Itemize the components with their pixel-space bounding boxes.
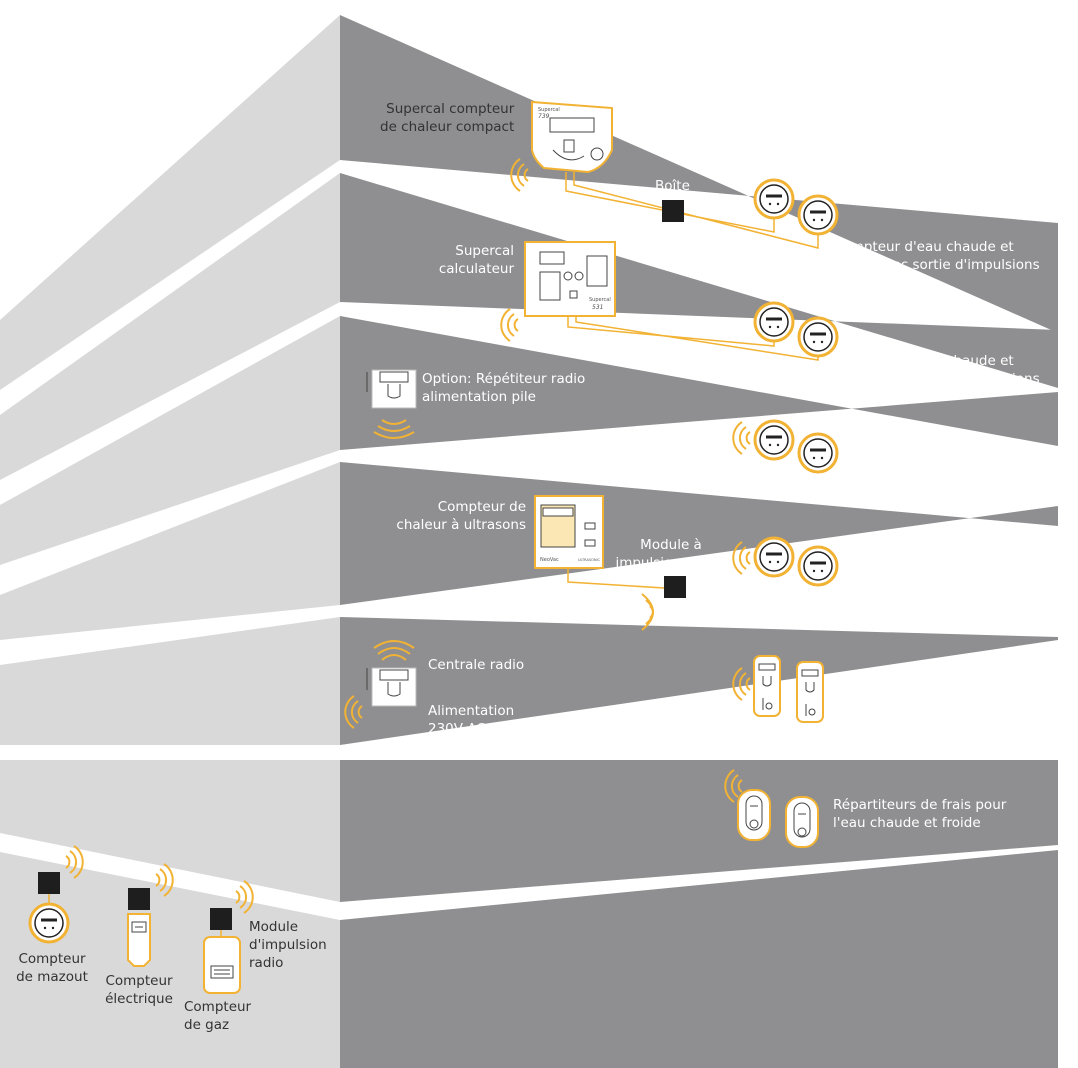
supercal-compact-label: Supercal compteur de chaleur compact — [380, 100, 514, 136]
water-cost-allocator-icon — [737, 789, 771, 841]
water-meter-icon — [753, 178, 795, 220]
label-line: chaleur à ultrasons — [396, 517, 526, 533]
device-model-text: 739 — [538, 113, 550, 120]
water-pulse-label: Compteur d'eau chaude et froide avec sor… — [833, 352, 1040, 388]
label-line: électrique — [105, 991, 173, 1007]
label-line: Compteur d'eau chaude et — [833, 581, 1014, 597]
label-line: froide avec sortie d'impulsions — [833, 257, 1040, 273]
label-line: froide avec sortie d'impulsions — [833, 371, 1040, 387]
label-line: l'eau chaude et froide — [833, 815, 981, 831]
junction-box-icon — [662, 200, 684, 222]
central-radio-label: Centrale radio — [428, 657, 525, 673]
radio-wave-icon — [732, 421, 751, 455]
device-model-text: 531 — [592, 304, 603, 311]
device-brand-text: NeoVac — [540, 557, 559, 563]
pulse-cable — [567, 316, 775, 347]
label-line: de chauffage — [833, 697, 922, 713]
building-front-faces — [0, 15, 340, 1068]
label-line: Compteur — [184, 999, 252, 1015]
label-line: de chaleur compact — [380, 119, 515, 135]
repeater-icon — [366, 369, 417, 409]
label-line: Alimentation — [428, 703, 515, 719]
label-line: Compteur d'eau chaude et — [833, 353, 1014, 369]
label-line: froide avec module radio — [833, 599, 1002, 615]
label-line: Compteur d'eau chaude et — [833, 467, 1014, 483]
label-line: Compteur — [18, 951, 86, 967]
pulse-module-label: Module à impulsions radio — [610, 536, 732, 572]
gas-meter-icon — [203, 936, 241, 994]
pulse-cable — [567, 568, 665, 589]
device-brand-text: Supercal — [589, 297, 611, 303]
water-meter-icon — [797, 545, 839, 587]
supercal-calculator-label: Supercal calculateur — [432, 242, 514, 278]
label-line: Compteur — [105, 973, 173, 989]
junction-box-icon — [38, 872, 60, 894]
device-brand-text: Supercal — [538, 107, 560, 113]
gas-meter-label: Compteur de gaz — [184, 998, 251, 1034]
water-meter-icon — [753, 419, 795, 461]
junction-box-label: Boîte — [655, 178, 690, 194]
label-line: d'impulsion — [249, 937, 327, 953]
water-meter-icon — [797, 316, 839, 358]
junction-box-icon — [210, 908, 232, 930]
ultrasonic-label: Compteur de chaleur à ultrasons — [388, 498, 526, 534]
water-meter-icon — [753, 536, 795, 578]
central-radio-icon — [366, 667, 417, 707]
label-line: Compteur d'eau chaude et — [833, 239, 1014, 255]
supercal-compact-meter-icon: Supercal 739 — [531, 100, 613, 174]
label-line: Compteur de — [437, 499, 526, 515]
label-line: radio — [249, 955, 284, 971]
pulse-module-radio-label: Module d'impulsion radio — [249, 918, 327, 972]
water-cost-allocator-icon — [785, 796, 819, 848]
radio-wave-icon — [381, 419, 407, 425]
heat-cost-allocator-icon — [796, 661, 824, 723]
ultrasonic-heat-meter-icon: NeoVac ULTRASONIC — [534, 495, 604, 569]
label-line: Module à — [640, 537, 702, 553]
device-model-text: ULTRASONIC — [578, 558, 600, 562]
heat-cost-allocator-icon — [753, 655, 781, 717]
fuel-meter-icon — [28, 902, 70, 944]
repeater-label: Option: Répétiteur radio alimentation pi… — [422, 370, 585, 406]
label-line: calculateur — [438, 261, 514, 277]
heat-allocators-label: Répartiteurs de frais de chauffage — [833, 678, 971, 714]
water-allocators-label: Répartiteurs de frais pour l'eau chaude … — [833, 796, 1006, 832]
water-meter-icon — [753, 301, 795, 343]
label-line: Module — [249, 919, 299, 935]
label-line: Supercal compteur — [386, 101, 515, 117]
label-line: 230V AC — [428, 721, 486, 737]
electric-meter-label: Compteur électrique — [96, 972, 182, 1008]
label-line: de gaz — [184, 1017, 230, 1033]
fuel-meter-label: Compteur de mazout — [12, 950, 92, 986]
label-line: Répartiteurs de frais — [833, 679, 972, 695]
water-meter-icon — [797, 432, 839, 474]
label-line: de mazout — [16, 969, 88, 985]
label-line: Supercal — [455, 243, 514, 259]
label-line: alimentation pile — [422, 389, 536, 405]
junction-box-icon — [664, 576, 686, 598]
building-side-faces — [340, 15, 1058, 1068]
junction-box-icon — [128, 888, 150, 910]
power-label: Alimentation 230V AC — [428, 702, 514, 738]
radio-wave-icon — [500, 308, 519, 342]
water-radio-label: Compteur d'eau chaude et froide avec mod… — [833, 580, 1014, 616]
label-line: Répartiteurs de frais pour — [833, 797, 1007, 813]
supercal-calculator-icon: Supercal 531 — [524, 241, 616, 317]
electric-meter-icon — [127, 913, 151, 967]
water-radio-label: Compteur d'eau chaude et froide avec mod… — [833, 466, 1014, 502]
label-line: Option: Répétiteur radio — [422, 371, 586, 387]
water-pulse-label: Compteur d'eau chaude et froide avec sor… — [833, 238, 1040, 274]
water-meter-icon — [797, 194, 839, 236]
label-line: froide avec module radio — [833, 485, 1002, 501]
label-line: impulsions radio — [615, 555, 727, 571]
radio-wave-icon — [381, 654, 407, 661]
pulse-cable — [573, 172, 819, 249]
